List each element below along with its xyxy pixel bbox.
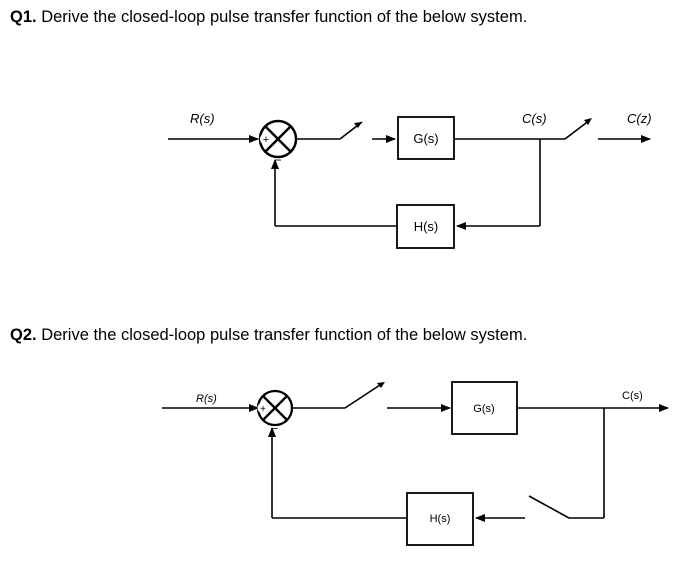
- question-2-heading: Q2. Derive the closed-loop pulse transfe…: [10, 326, 527, 345]
- q2-feedback-block: [406, 492, 474, 546]
- q1-forward-block: [397, 116, 455, 160]
- q1-plus-sign: +: [263, 134, 269, 146]
- q1-feedback-block: [396, 204, 455, 249]
- q2-summing-junction: + −: [256, 389, 294, 435]
- question-1-number: Q1.: [10, 8, 37, 26]
- q1-forward-block-label: G(s): [413, 131, 438, 146]
- q2-sampler-switch: [344, 382, 384, 409]
- q1-output-sampler: [564, 119, 591, 140]
- q1-diagram: R(s) + − G(s) C(s) C(z) H(s): [168, 111, 652, 249]
- q2-input-label: R(s): [196, 393, 217, 405]
- q2-forward-block-label: G(s): [473, 403, 494, 415]
- q2-feedback-sampler-switch: [528, 495, 570, 519]
- question-1-text: Derive the closed-loop pulse transfer fu…: [36, 8, 528, 26]
- q2-plus-sign: +: [260, 404, 266, 415]
- q1-input-label: R(s): [190, 111, 215, 126]
- q2-output-label: C(s): [622, 390, 643, 402]
- q1-summing-junction: + −: [258, 119, 298, 167]
- question-1-heading: Q1. Derive the closed-loop pulse transfe…: [10, 8, 527, 27]
- question-2-number: Q2.: [10, 326, 37, 344]
- question-2-text: Derive the closed-loop pulse transfer fu…: [36, 326, 528, 344]
- q1-output-label: C(s): [522, 111, 547, 126]
- q2-feedback-block-label: H(s): [430, 513, 451, 525]
- q1-sampled-output-label: C(z): [627, 111, 652, 126]
- q1-feedback-block-label: H(s): [414, 219, 439, 234]
- q2-diagram: R(s) + − G(s) C(s) H(s): [162, 381, 669, 546]
